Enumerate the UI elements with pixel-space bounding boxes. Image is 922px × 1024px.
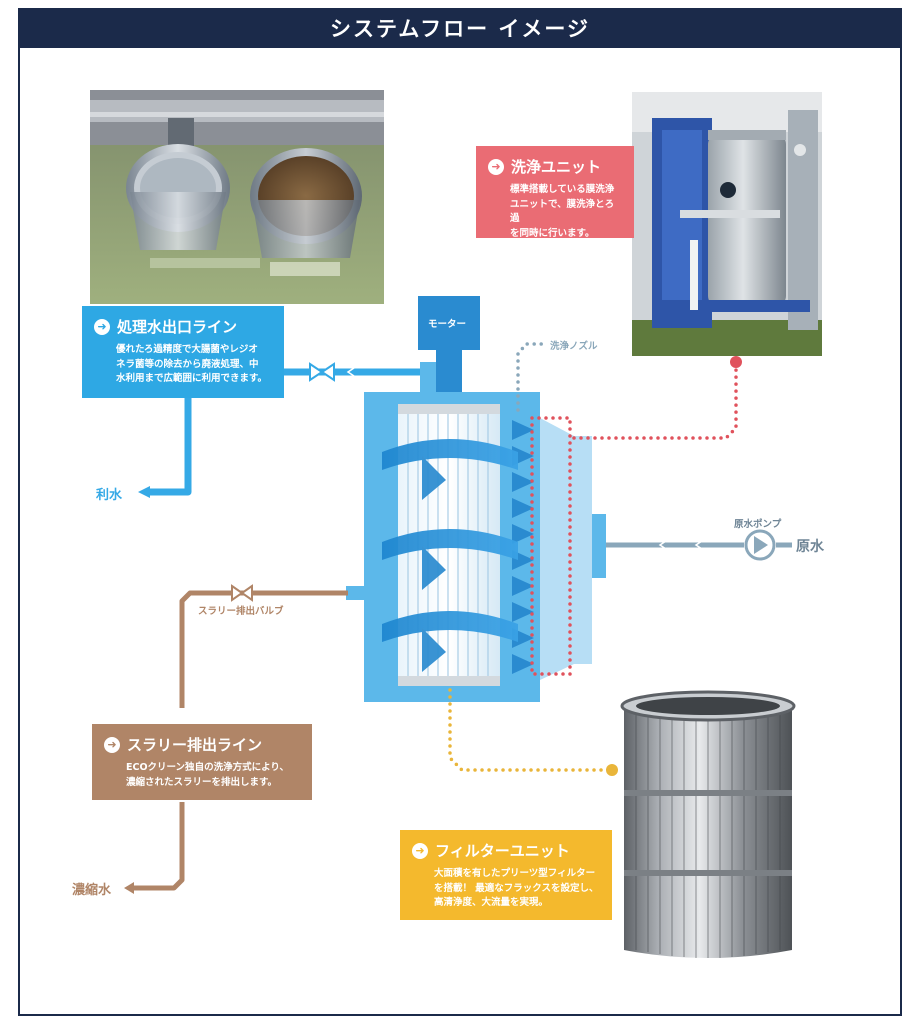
callout-title: 洗浄ユニット [511, 158, 602, 176]
filter-unit-callout: ➜ フィルターユニット 大面積を有したプリーツ型フィルター を搭載！ 最適なフラッ… [400, 830, 612, 920]
callout-line: 水利用まで広範囲に利用できます。 [116, 373, 268, 385]
page-title: システムフロー イメージ [18, 8, 902, 48]
motor-label: モーター [428, 319, 467, 330]
callout-line: ネラ菌等の除去から廃液処理、中 [116, 358, 259, 370]
concentrate-arrow-icon [124, 882, 134, 894]
slurry-line-callout: ➜ スラリー排出ライン ECOクリーン独自の洗浄方式により、 濃縮されたスラリーを… [92, 724, 312, 800]
filter-line-endpoint [606, 764, 618, 776]
callout-line: 濃縮されたスラリーを排出します。 [126, 776, 278, 788]
clean-water-label: 利水 [96, 488, 123, 503]
water-comparison-photo [90, 90, 384, 304]
raw-pump-label: 原水ポンプ [734, 519, 782, 530]
callout-line: 大面積を有したプリーツ型フィルター [434, 868, 596, 879]
arrow-right-icon: ➜ [412, 842, 428, 859]
slurry-line [134, 590, 348, 891]
swirl-flow-icon [382, 439, 518, 672]
arrow-right-icon: ➜ [94, 318, 110, 335]
arrow-right-icon: ➜ [104, 736, 120, 753]
filter-element-photo [612, 690, 804, 966]
clean-water-arrow-icon [138, 486, 150, 498]
filter-line [448, 688, 614, 772]
nozzle-label: 洗浄ノズル [550, 341, 598, 352]
treated-line-callout: ➜ 処理水出口ライン 優れたろ過精度で大腸菌やレジオ ネラ菌等の除去から廃液処理、… [82, 306, 284, 398]
raw-pump-icon [744, 529, 776, 561]
callout-line: 優れたろ過精度で大腸菌やレジオ [116, 344, 258, 355]
slurry-valve-label: スラリー排出バルブ [198, 606, 284, 617]
callout-line: 高清浄度、大流量を実現。 [434, 897, 549, 909]
flow-chevron-icon [346, 367, 355, 377]
callout-line: 標準搭載している膜洗浄 [510, 184, 615, 195]
wash-line [530, 360, 738, 676]
flow-chevron-icon [658, 540, 703, 550]
arrow-right-icon: ➜ [488, 158, 504, 175]
wash-unit-callout: ➜ 洗浄ユニット 標準搭載している膜洗浄 ユニットで、膜洗浄とろ過 を同時に行いま… [476, 146, 634, 239]
callout-line: を搭載！ 最適なフラックスを設定し、 [434, 882, 599, 894]
treated-valve-icon [309, 362, 335, 382]
callout-line: ECOクリーン独自の洗浄方式により、 [126, 762, 289, 773]
slurry-valve-icon [231, 584, 253, 602]
motor-unit [418, 296, 480, 396]
raw-water-label: 原水 [796, 539, 824, 555]
callout-title: スラリー排出ライン [127, 736, 263, 754]
nozzle-line [516, 342, 546, 412]
treated-water-line [150, 368, 420, 496]
wash-line-endpoint [730, 356, 742, 368]
concentrate-label: 濃縮水 [72, 883, 112, 898]
callout-title: フィルターユニット [435, 842, 570, 860]
callout-line: ユニットで、膜洗浄とろ過 [510, 198, 615, 225]
wash-unit-photo [632, 92, 822, 356]
callout-title: 処理水出口ライン [117, 318, 238, 336]
callout-line: を同時に行います。 [510, 228, 595, 240]
